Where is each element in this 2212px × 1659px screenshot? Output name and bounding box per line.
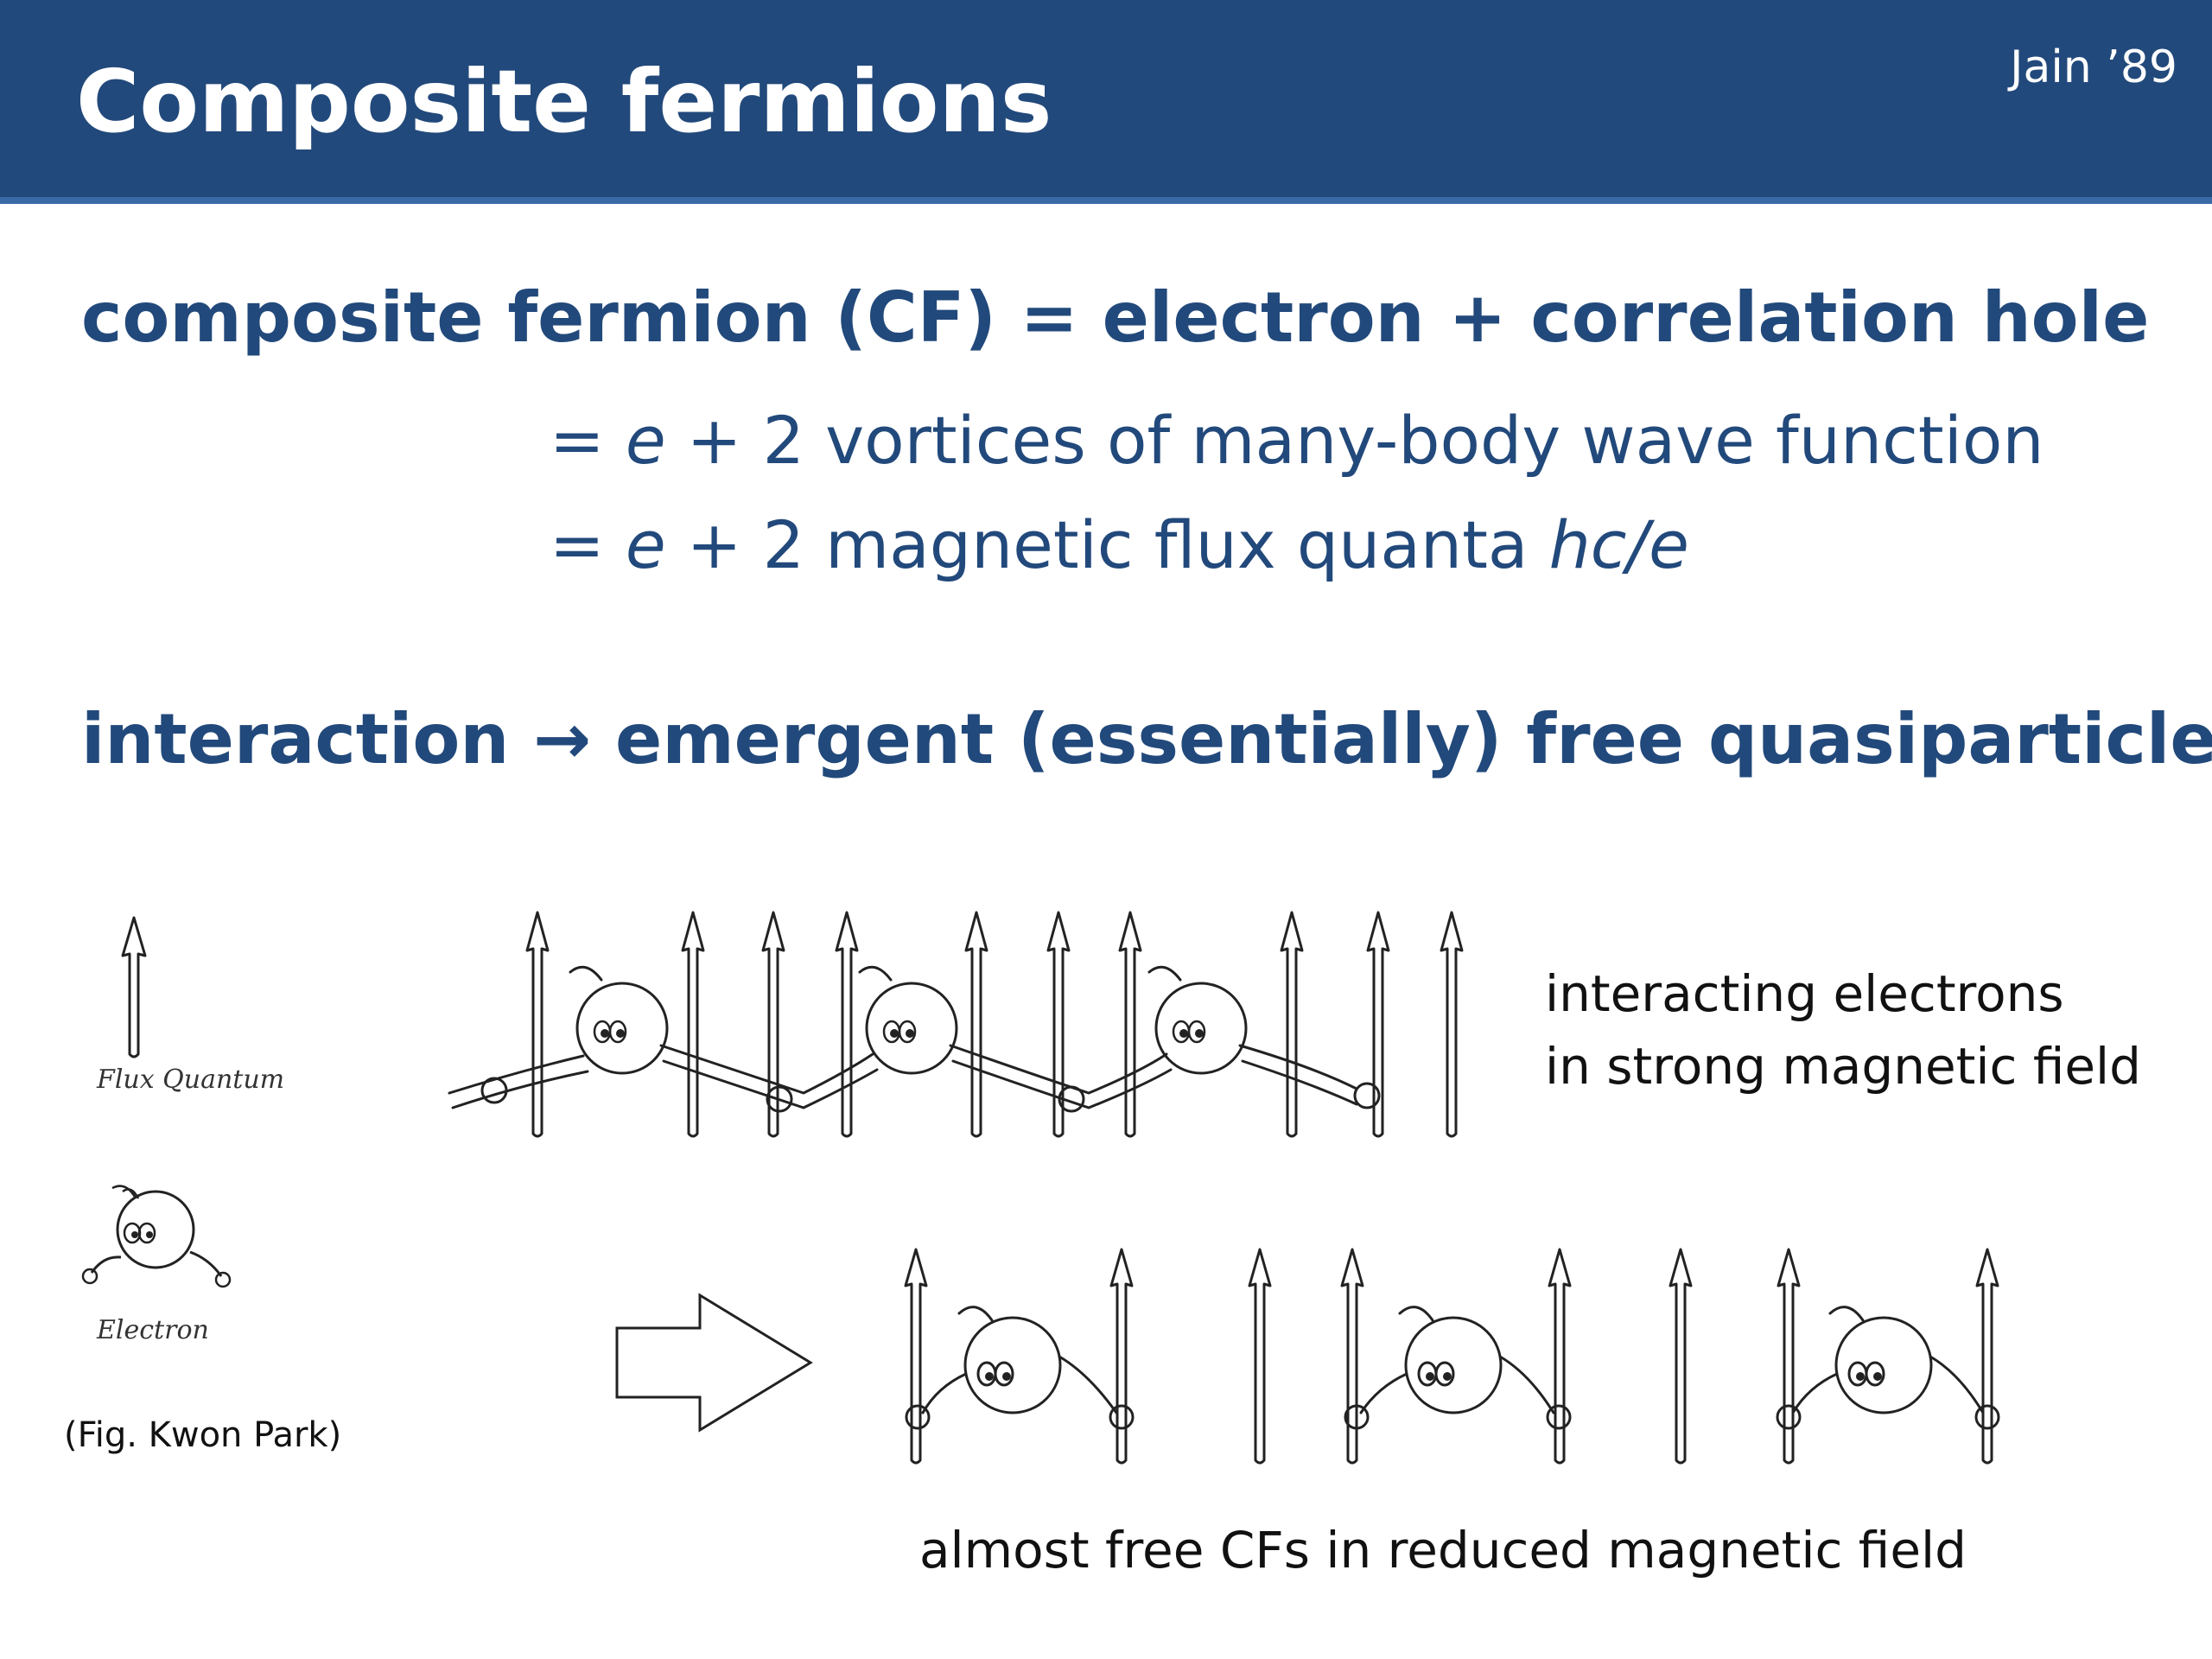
cf-equation-flux: = e + 2 magnetic flux quanta hc/e	[550, 504, 1689, 587]
electron-label: Electron	[97, 1315, 209, 1345]
statement-right: emergent (essentially) free quasiparticl…	[591, 699, 2212, 779]
electron-figure-icon	[81, 1185, 232, 1288]
slide-header: Composite fermions Jain ’89	[0, 0, 2212, 204]
hollow-right-arrow-icon	[615, 1293, 813, 1433]
e-symbol: e	[625, 506, 666, 583]
interacting-electrons-illustration	[448, 911, 1464, 1138]
equals-sign: =	[550, 402, 626, 479]
emergence-statement: interaction → emergent (essentially) fre…	[81, 696, 2212, 783]
free-composite-fermions-illustration	[904, 1248, 2000, 1465]
e-symbol: e	[625, 402, 666, 479]
cf-equation-vortices: = e + 2 vortices of many-body wave funct…	[550, 399, 2044, 482]
flux-quantum-label: Flux Quantum	[97, 1065, 285, 1095]
statement-left: interaction	[81, 699, 534, 779]
equals-sign: =	[550, 506, 626, 583]
interacting-caption-line-1: interacting electrons	[1545, 964, 2064, 1023]
right-arrow-icon: →	[533, 699, 592, 779]
flux-quantum-symbol: hc/e	[1548, 506, 1689, 583]
interacting-caption-line-2: in strong magnetic field	[1545, 1037, 2141, 1096]
vortices-text: + 2 vortices of many-body wave function	[665, 402, 2044, 479]
flux-arrow-icon	[121, 916, 147, 1058]
free-cf-caption: almost free CFs in reduced magnetic fiel…	[919, 1521, 1967, 1580]
figure-credit: (Fig. Kwon Park)	[64, 1415, 342, 1455]
citation: Jain ’89	[2010, 41, 2177, 93]
flux-text: + 2 magnetic flux quanta	[665, 506, 1549, 583]
slide-title: Composite fermions	[76, 51, 1052, 152]
cf-definition: composite fermion (CF) = electron + corr…	[81, 277, 2150, 358]
